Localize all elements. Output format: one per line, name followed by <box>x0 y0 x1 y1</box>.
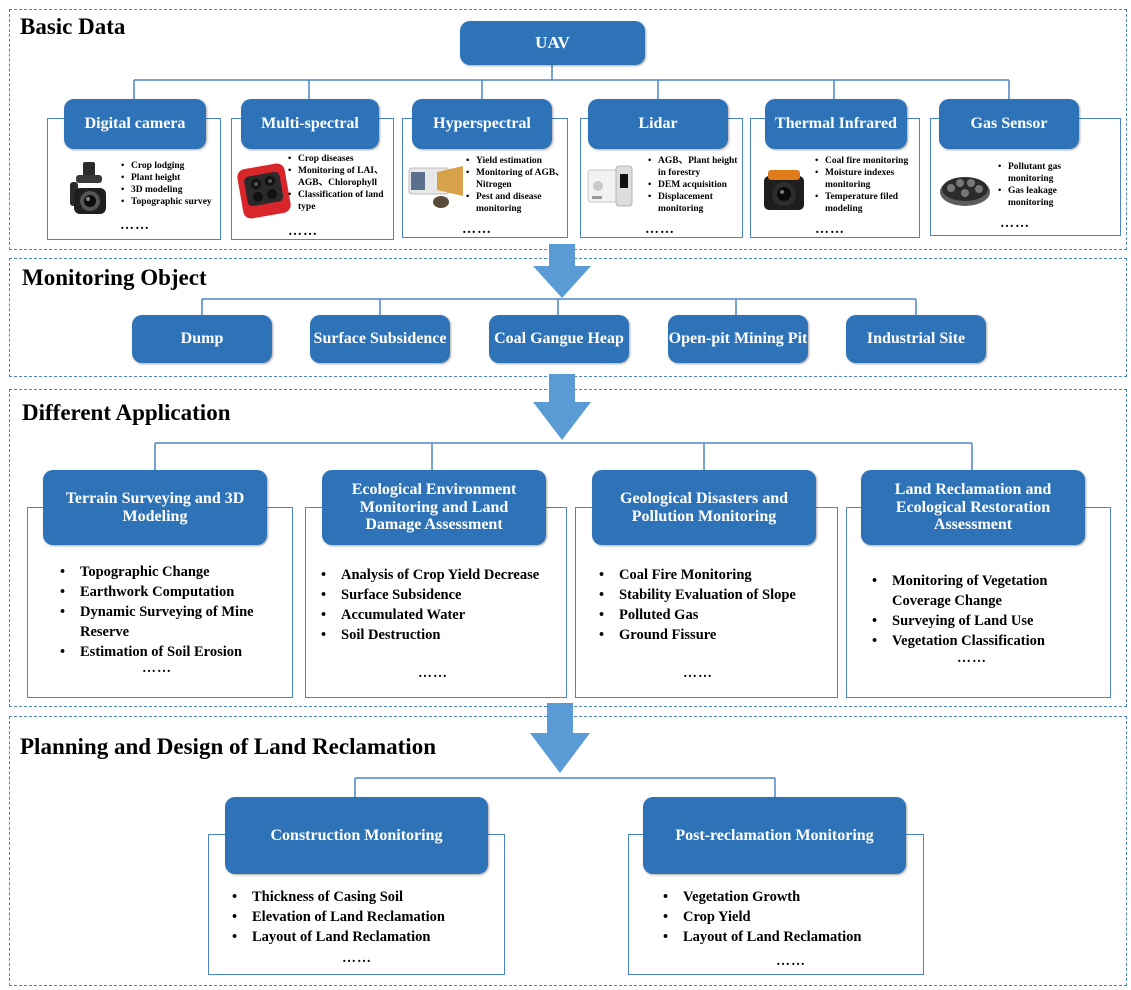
list-item: Plant height <box>121 172 219 184</box>
ellipsis: …… <box>120 218 150 233</box>
gas-sensor-icon <box>940 177 990 206</box>
section-title-planning-design: Planning and Design of Land Reclamation <box>20 734 436 759</box>
planning-node-construction: Construction Monitoring <box>225 797 488 874</box>
arrow-down-icon <box>533 374 591 440</box>
arrow-down-icon <box>533 244 591 298</box>
list-item: Dynamic Surveying of Mine Reserve <box>58 602 288 642</box>
section-title-monitoring-object: Monitoring Object <box>22 265 207 290</box>
list-item: Coal fire monitoring <box>815 155 918 167</box>
camera-gimbal-icon <box>70 162 106 214</box>
application-items-land-reclamation: Monitoring of Vegetation Coverage Change… <box>870 571 1106 651</box>
list-item: Layout of Land Reclamation <box>230 927 500 947</box>
sensor-node-thermal-infrared: Thermal Infrared <box>765 99 907 149</box>
arrow-down-icon <box>530 703 590 773</box>
list-item: Gas leakage monitoring <box>998 185 1098 209</box>
ellipsis: …… <box>645 222 675 237</box>
object-node-industrial-site: Industrial Site <box>846 315 986 363</box>
sensor-node-gas-sensor: Gas Sensor <box>939 99 1079 149</box>
list-item: 3D modeling <box>121 184 219 196</box>
list-item: Estimation of Soil Erosion <box>58 642 288 662</box>
application-node-terrain: Terrain Surveying and 3D Modeling <box>43 470 267 545</box>
ellipsis: …… <box>142 661 172 676</box>
sensor-node-lidar: Lidar <box>588 99 728 149</box>
ellipsis: …… <box>776 954 806 969</box>
sensor-items-gas-sensor: Pollutant gas monitoring Gas leakage mon… <box>998 161 1098 209</box>
list-item: Surface Subsidence <box>319 585 563 605</box>
list-item: Surveying of Land Use <box>870 611 1106 631</box>
sensor-items-lidar: AGB、Plant height in forestry DEM acquisi… <box>648 155 741 215</box>
list-item: DEM acquisition <box>648 179 741 191</box>
list-item: Monitoring of AGB、Nitrogen <box>466 167 566 191</box>
ellipsis: …… <box>957 651 987 666</box>
application-items-terrain: Topographic Change Earthwork Computation… <box>58 562 288 662</box>
list-item: Earthwork Computation <box>58 582 288 602</box>
uav-node: UAV <box>460 21 645 65</box>
sensor-items-multi-spectral: Crop diseases Monitoring of LAI、AGB、Chlo… <box>288 153 392 213</box>
list-item: Classification of land type <box>288 189 392 213</box>
ellipsis: …… <box>418 666 448 681</box>
list-item: Crop Yield <box>661 907 921 927</box>
ellipsis: …… <box>815 222 845 237</box>
hyperspectral-imager-icon <box>408 166 463 208</box>
list-item: Polluted Gas <box>597 605 833 625</box>
sensor-node-multi-spectral: Multi-spectral <box>241 99 379 149</box>
application-node-geological: Geological Disasters and Pollution Monit… <box>592 470 816 545</box>
sensor-items-digital-camera: Crop lodging Plant height 3D modeling To… <box>121 160 219 208</box>
planning-items-post-reclamation: Vegetation Growth Crop Yield Layout of L… <box>661 887 921 947</box>
list-item: Temperature filed modeling <box>815 191 918 215</box>
object-node-dump: Dump <box>132 315 272 363</box>
list-item: Topographic Change <box>58 562 288 582</box>
section-title-different-application: Different Application <box>22 400 231 425</box>
ellipsis: …… <box>683 666 713 681</box>
list-item: Coal Fire Monitoring <box>597 565 833 585</box>
list-item: Vegetation Growth <box>661 887 921 907</box>
object-node-coal-gangue-heap: Coal Gangue Heap <box>489 315 629 363</box>
list-item: Analysis of Crop Yield Decrease <box>319 565 563 585</box>
lidar-sensor-icon <box>587 165 633 207</box>
ellipsis: …… <box>342 951 372 966</box>
ellipsis: …… <box>462 222 492 237</box>
object-node-open-pit-mining-pit: Open-pit Mining Pit <box>668 315 808 363</box>
multispectral-camera-icon <box>237 163 291 219</box>
list-item: Layout of Land Reclamation <box>661 927 921 947</box>
list-item: Vegetation Classification <box>870 631 1106 651</box>
list-item: Monitoring of LAI、AGB、Chlorophyll <box>288 165 392 189</box>
application-node-ecological: Ecological Environment Monitoring and La… <box>322 470 546 545</box>
list-item: AGB、Plant height in forestry <box>648 155 741 179</box>
thermal-camera-icon <box>764 170 804 210</box>
list-item: Thickness of Casing Soil <box>230 887 500 907</box>
ellipsis: …… <box>1000 216 1030 231</box>
application-node-land-reclamation: Land Reclamation and Ecological Restorat… <box>861 470 1085 545</box>
planning-items-construction: Thickness of Casing Soil Elevation of La… <box>230 887 500 947</box>
section-title-basic-data: Basic Data <box>20 14 126 39</box>
list-item: Displacement monitoring <box>648 191 741 215</box>
list-item: Topographic survey <box>121 196 219 208</box>
list-item: Soil Destruction <box>319 625 563 645</box>
list-item: Pollutant gas monitoring <box>998 161 1098 185</box>
list-item: Ground Fissure <box>597 625 833 645</box>
list-item: Crop lodging <box>121 160 219 172</box>
object-node-surface-subsidence: Surface Subsidence <box>310 315 450 363</box>
list-item: Monitoring of Vegetation Coverage Change <box>870 571 1106 611</box>
list-item: Stability Evaluation of Slope <box>597 585 833 605</box>
list-item: Moisture indexes monitoring <box>815 167 918 191</box>
list-item: Accumulated Water <box>319 605 563 625</box>
sensor-items-hyperspectral: Yield estimation Monitoring of AGB、Nitro… <box>466 155 566 215</box>
list-item: Pest and disease monitoring <box>466 191 566 215</box>
list-item: Elevation of Land Reclamation <box>230 907 500 927</box>
planning-node-post-reclamation: Post-reclamation Monitoring <box>643 797 906 874</box>
list-item: Yield estimation <box>466 155 566 167</box>
sensor-node-hyperspectral: Hyperspectral <box>412 99 552 149</box>
application-items-geological: Coal Fire Monitoring Stability Evaluatio… <box>597 565 833 645</box>
ellipsis: …… <box>288 224 318 239</box>
application-items-ecological: Analysis of Crop Yield Decrease Surface … <box>319 565 563 645</box>
list-item: Crop diseases <box>288 153 392 165</box>
sensor-node-digital-camera: Digital camera <box>64 99 206 149</box>
sensor-items-thermal-infrared: Coal fire monitoring Moisture indexes mo… <box>815 155 918 215</box>
